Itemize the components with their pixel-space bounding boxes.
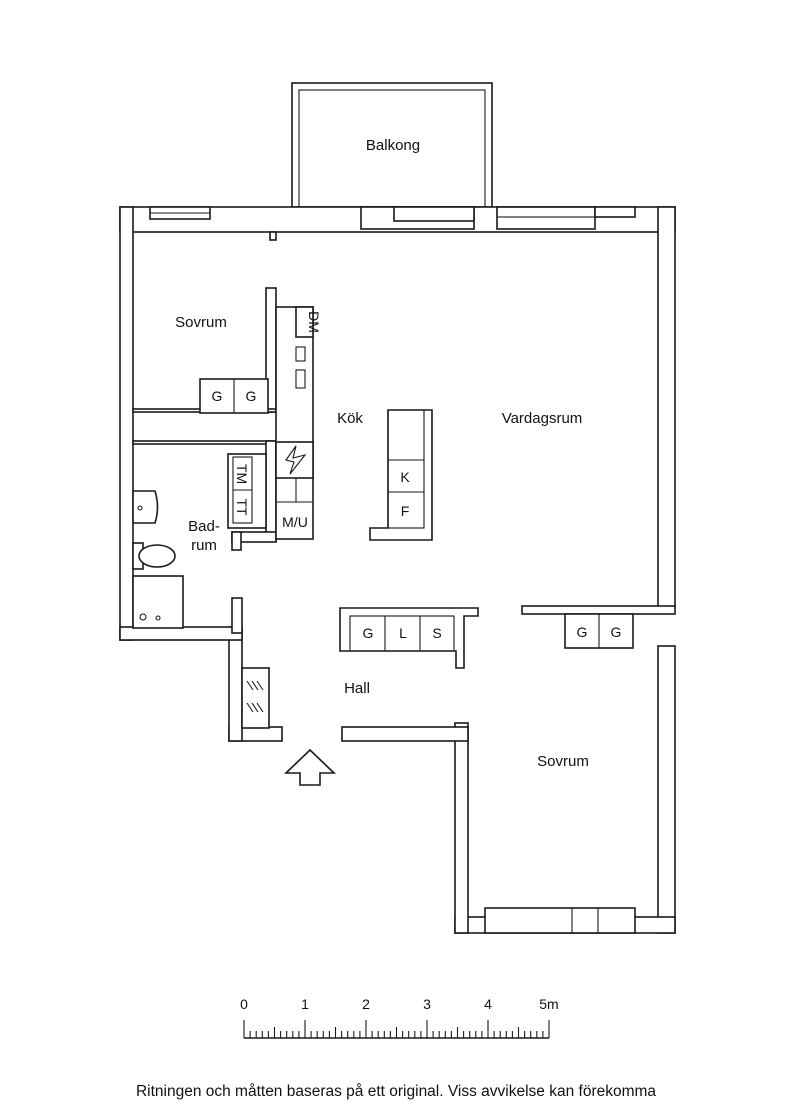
drying-cabinet-label: TT <box>234 498 250 516</box>
closet-label: G <box>611 624 622 640</box>
dishwasher-label: DM <box>306 311 322 333</box>
bedroom-bottom-closets <box>564 613 634 649</box>
scale-label-1: 1 <box>301 996 309 1012</box>
room-label-bedroom-top: Sovrum <box>175 314 227 331</box>
linen-closet-label: L <box>399 625 407 641</box>
bedroom-top-closets <box>199 378 269 414</box>
closet-label: G <box>577 624 588 640</box>
coat-rack <box>241 667 270 729</box>
fridge-label: K <box>400 469 410 485</box>
bathroom-fixtures <box>132 453 267 629</box>
scale-label-4: 4 <box>484 996 492 1012</box>
scale-label-3: 3 <box>423 996 431 1012</box>
storage-closet-label: S <box>432 625 441 641</box>
room-label-living: Vardagsrum <box>502 410 583 427</box>
room-label-bath-line1: Bad- <box>188 518 220 535</box>
windows <box>149 206 636 934</box>
hall-closets <box>339 607 479 669</box>
freezer-label: F <box>401 503 410 519</box>
scale-label-2: 2 <box>362 996 370 1012</box>
exterior-walls <box>119 206 676 934</box>
room-label-bedroom-bottom: Sovrum <box>537 753 589 770</box>
scale-label-5: 5m <box>539 996 558 1012</box>
dryer-label: TM <box>234 464 250 484</box>
closet-label: G <box>212 388 223 404</box>
room-label-balcony: Balkong <box>366 137 420 154</box>
microwave-oven-label: M/U <box>282 514 308 530</box>
closet-label: G <box>363 625 374 641</box>
disclaimer-text: Ritningen och måtten baseras på ett orig… <box>135 1083 657 1100</box>
entrance-arrow-icon <box>284 748 336 786</box>
room-label-kitchen: Kök <box>337 410 363 427</box>
kitchen-island <box>369 409 433 541</box>
room-label-hall: Hall <box>344 680 370 697</box>
scale-bar: 0 1 2 3 4 5m <box>240 996 559 1039</box>
kitchen-counter <box>275 306 314 540</box>
balcony <box>291 82 493 208</box>
room-label-bath-line2: rum <box>191 537 217 554</box>
scale-label-0: 0 <box>240 996 248 1012</box>
closet-label: G <box>246 388 257 404</box>
